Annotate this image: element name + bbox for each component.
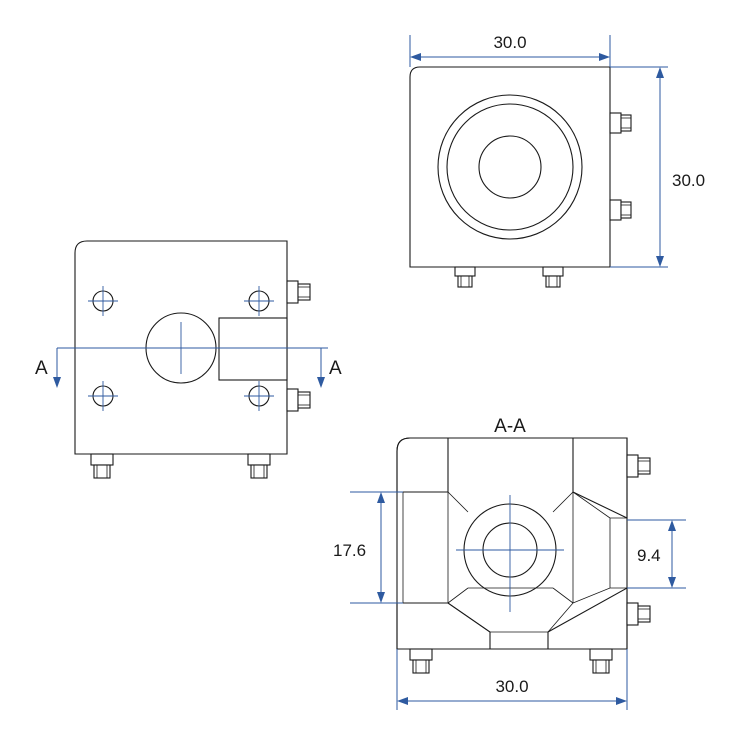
- section-fitting-bottom-right: [589, 648, 613, 674]
- front-view-port-block: [218, 317, 288, 381]
- section-width-dimension: 30.0: [396, 649, 628, 710]
- top-height-value: 30.0: [672, 171, 705, 190]
- top-view-fitting-bottom-right: [542, 266, 564, 288]
- front-view-fitting-bottom-right: [247, 453, 271, 479]
- section-fitting-bottom-left: [409, 648, 433, 674]
- section-view: A-A: [333, 416, 686, 710]
- section-view-body: [396, 437, 628, 650]
- top-view: 30.0 30.0: [409, 33, 705, 288]
- top-width-value: 30.0: [493, 33, 526, 52]
- section-fitting-right-upper: [626, 454, 651, 478]
- front-view-holes: [88, 286, 274, 411]
- top-view-outer-ring: [437, 94, 583, 240]
- front-view: A A: [35, 240, 342, 479]
- front-view-fitting-right-lower: [286, 388, 311, 412]
- section-bore-span-value: 17.6: [333, 541, 366, 560]
- front-view-fitting-right-upper: [286, 280, 311, 304]
- section-cavity-outline: [402, 491, 627, 633]
- front-view-fitting-bottom-left: [90, 453, 114, 479]
- section-mark-left: A: [35, 358, 48, 379]
- top-view-fitting-right-lower: [609, 199, 632, 221]
- top-view-inner-ring: [446, 103, 574, 231]
- section-cut-line: A A: [35, 347, 342, 388]
- section-bore-span-dimension: 17.6: [333, 491, 403, 604]
- section-port-span-value: 9.4: [637, 546, 661, 565]
- top-view-fitting-right-upper: [609, 112, 632, 134]
- section-mark-right: A: [329, 358, 342, 379]
- section-fitting-right-lower: [626, 602, 651, 626]
- section-title: A-A: [494, 416, 526, 437]
- section-port-span-dimension: 9.4: [627, 519, 686, 589]
- top-height-dimension: 30.0: [610, 66, 705, 268]
- top-view-bore: [478, 135, 542, 199]
- top-view-fitting-bottom-left: [454, 266, 476, 288]
- section-width-value: 30.0: [495, 677, 528, 696]
- top-view-body: [409, 66, 611, 268]
- top-width-dimension: 30.0: [409, 33, 611, 67]
